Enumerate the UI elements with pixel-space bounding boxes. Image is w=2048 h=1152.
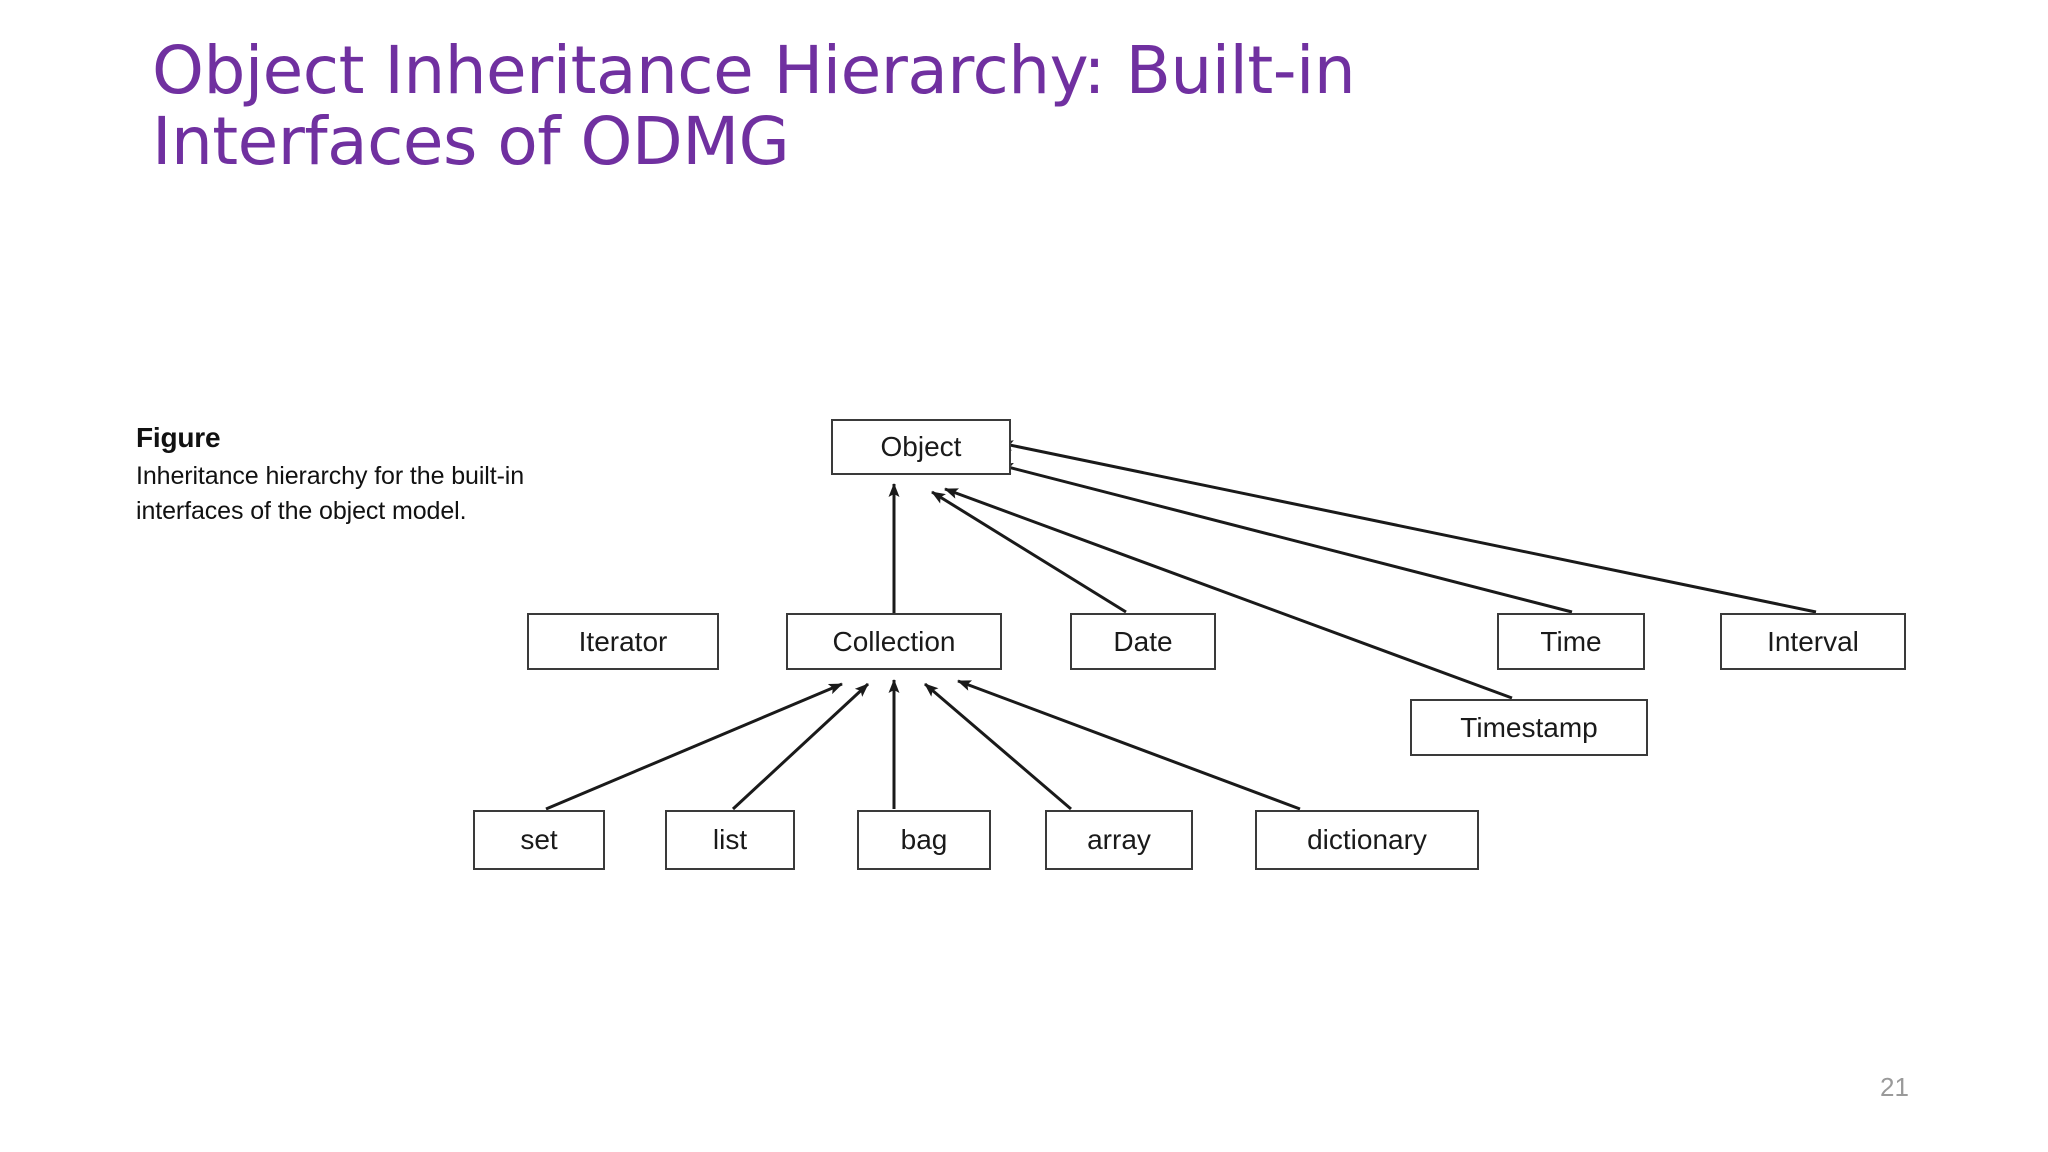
- node-iterator[interactable]: Iterator: [527, 613, 719, 670]
- node-timestamp[interactable]: Timestamp: [1410, 699, 1648, 756]
- edge-set-to-collection: [545, 682, 843, 811]
- edge-time-to-object: [999, 462, 1573, 614]
- edge-list-to-collection: [731, 682, 870, 811]
- node-time[interactable]: Time: [1497, 613, 1645, 670]
- figure-label: Figure: [136, 422, 221, 453]
- node-dictionary[interactable]: dictionary: [1255, 810, 1479, 870]
- edge-array-to-collection: [924, 682, 1072, 811]
- node-list[interactable]: list: [665, 810, 795, 870]
- slide-page-number: 21: [1880, 1072, 1909, 1102]
- node-object[interactable]: Object: [831, 419, 1011, 475]
- edge-date-to-object: [931, 490, 1127, 614]
- node-array[interactable]: array: [1045, 810, 1193, 870]
- edge-timestamp-to-object: [944, 487, 1513, 700]
- edge-dictionary-to-collection: [957, 679, 1301, 811]
- node-interval[interactable]: Interval: [1720, 613, 1906, 670]
- edge-interval-to-object: [999, 440, 1817, 614]
- node-date[interactable]: Date: [1070, 613, 1216, 670]
- edges-to-object: [888, 440, 1817, 700]
- node-bag[interactable]: bag: [857, 810, 991, 870]
- edges-to-collection: [545, 679, 1301, 811]
- figure-caption-block: Figure Inheritance hierarchy for the bui…: [136, 420, 726, 528]
- page-title: Object Inheritance Hierarchy: Built-in I…: [152, 32, 1356, 180]
- node-collection[interactable]: Collection: [786, 613, 1002, 670]
- node-set[interactable]: set: [473, 810, 605, 870]
- figure-caption-text: Inheritance hierarchy for the built-in i…: [136, 462, 525, 525]
